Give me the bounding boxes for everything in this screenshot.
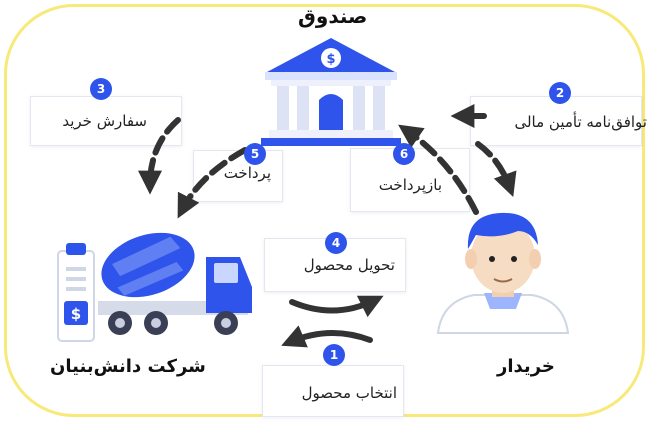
arrow-step-4 <box>289 295 384 318</box>
step-2-card <box>470 96 642 146</box>
step-4-label: تحویل محصول <box>303 256 395 274</box>
step-6-label: بازپرداخت <box>378 176 442 194</box>
buyer-title: خریدار <box>497 356 555 377</box>
buyer-avatar-icon <box>436 212 570 334</box>
step-6-badge: 6 <box>393 143 415 165</box>
bank-icon: $ <box>261 38 401 146</box>
fund-title: صندوق <box>298 4 368 28</box>
step-5-card <box>193 150 283 202</box>
arrow-step-2 <box>475 141 517 198</box>
step-1-label: انتخاب محصول <box>301 384 397 402</box>
step-3-badge: 3 <box>90 78 112 100</box>
company-title: شرکت دانش‌بنیان <box>50 356 206 377</box>
arrow-step-6 <box>398 124 479 215</box>
svg-text:$: $ <box>71 305 81 323</box>
step-5-label: پرداخت <box>223 164 271 182</box>
step-2-label: توافق‌نامه تأمین مالی <box>514 113 647 131</box>
step-5-badge: 5 <box>244 143 266 165</box>
svg-text:$: $ <box>326 52 335 67</box>
arrow-step-1 <box>281 325 373 348</box>
arrow-step-5 <box>177 147 248 219</box>
step-2-badge: 2 <box>549 82 571 104</box>
mixer-truck-icon: $ <box>57 232 252 342</box>
step-1-badge: 1 <box>323 344 345 366</box>
arrow-step-3 <box>138 117 181 195</box>
step-3-label: سفارش خرید <box>62 112 147 130</box>
step-4-badge: 4 <box>325 232 347 254</box>
